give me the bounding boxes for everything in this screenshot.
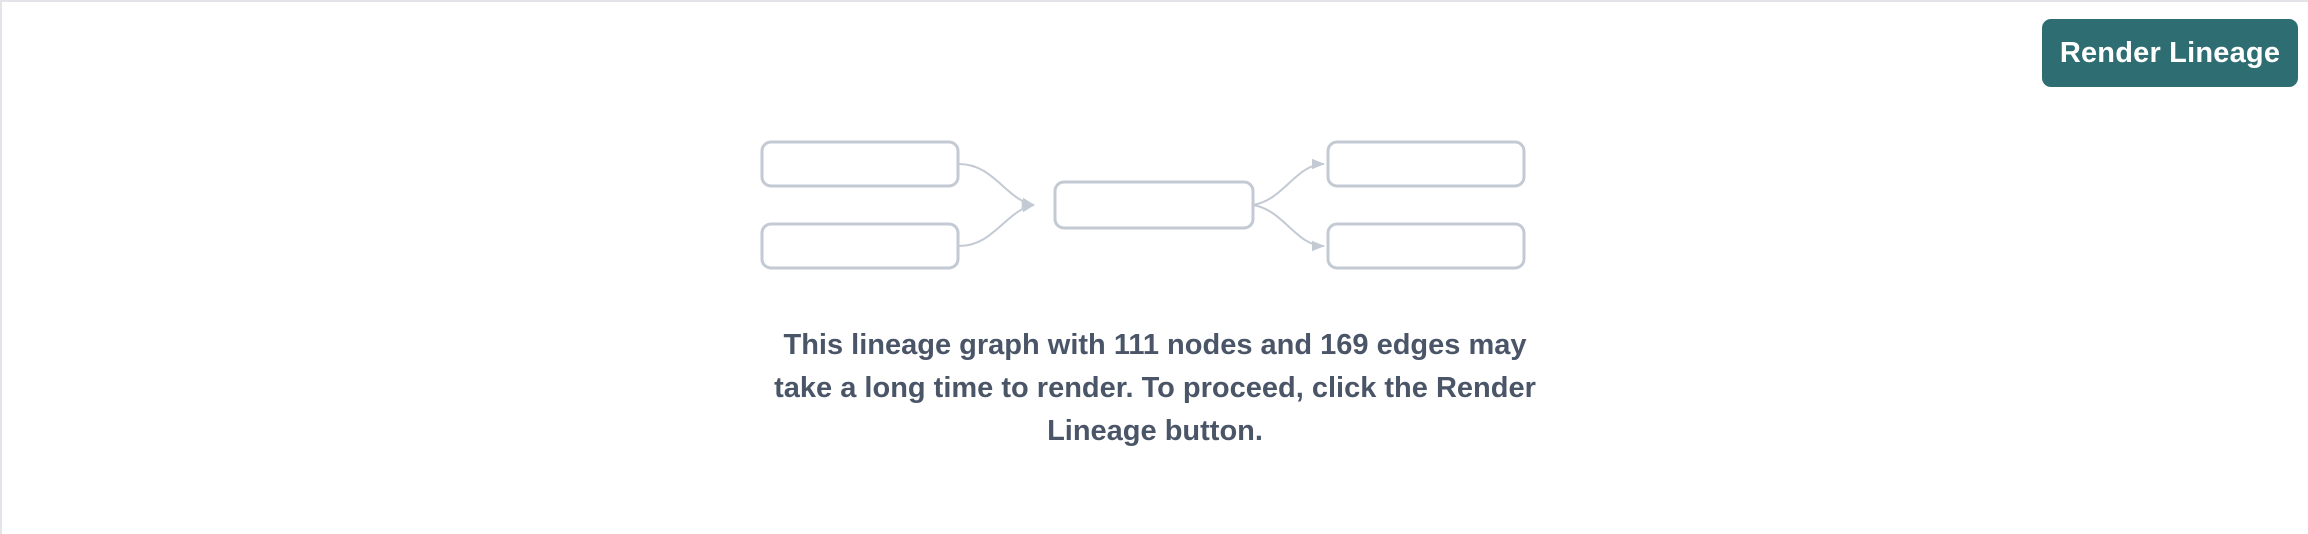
edge-source-1-to-center-1 xyxy=(958,163,1035,208)
render-lineage-button[interactable]: Render Lineage xyxy=(2042,19,2298,87)
lineage-warning-message: This lineage graph with 111 nodes and 16… xyxy=(774,329,1536,447)
edge-center-1-to-target-2 xyxy=(1252,204,1325,252)
lineage-node-source-1 xyxy=(760,140,960,188)
lineage-edges xyxy=(958,158,1325,252)
lineage-node-center-1 xyxy=(1053,180,1255,230)
lineage-toolbar: Render Lineage xyxy=(2,2,2308,102)
edge-center-1-to-target-1 xyxy=(1252,158,1325,206)
lineage-node-target-2 xyxy=(1326,222,1526,270)
lineage-nodes xyxy=(760,140,1526,270)
lineage-placeholder-svg xyxy=(760,140,1526,270)
edge-source-2-to-center-1 xyxy=(958,202,1035,247)
lineage-node-target-1 xyxy=(1326,140,1526,188)
lineage-node-source-2 xyxy=(760,222,960,270)
lineage-placeholder-graphic xyxy=(2,130,2308,282)
